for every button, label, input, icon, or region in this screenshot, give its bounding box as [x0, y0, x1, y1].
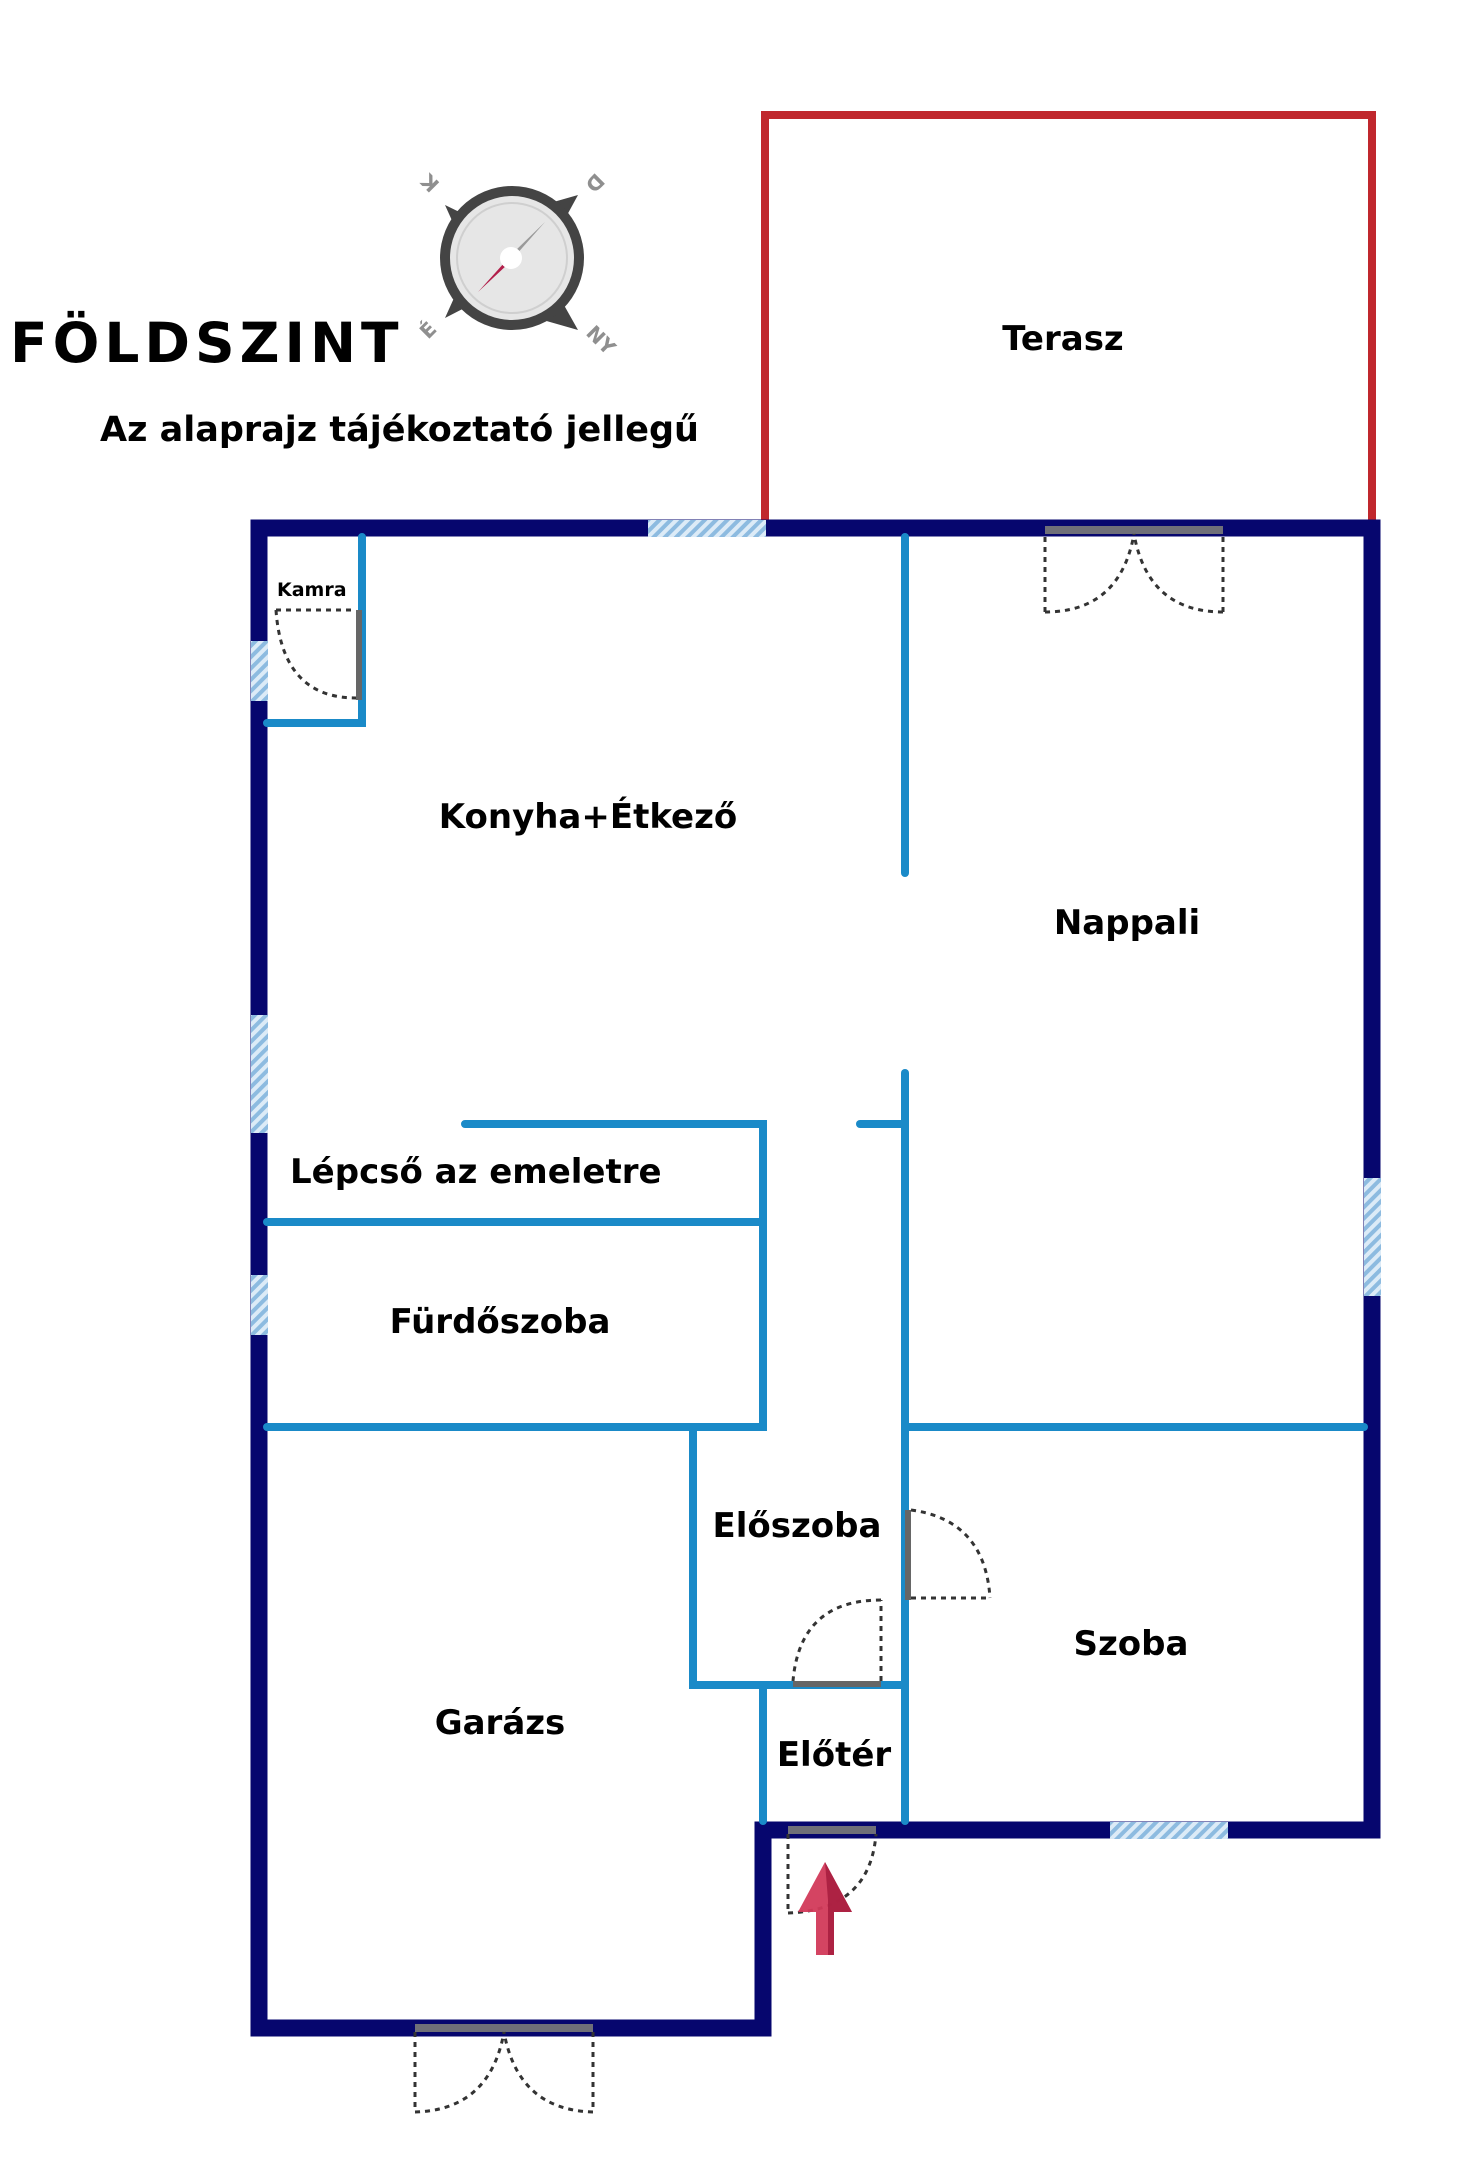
room-label-garage: Garázs	[435, 1703, 566, 1743]
terrace-double-door	[1043, 526, 1225, 614]
room-label-kamra: Kamra	[277, 579, 347, 601]
disclaimer-text: Az alaprajz tájékoztató jellegű	[100, 410, 699, 450]
window	[251, 641, 268, 701]
garage-double-door	[413, 2024, 595, 2114]
window	[1110, 1822, 1228, 1839]
entrance-door	[786, 1826, 878, 1915]
room-label-hall: Előszoba	[713, 1506, 882, 1546]
window	[648, 520, 766, 537]
outer-walls	[250, 519, 1381, 2037]
window	[251, 1275, 268, 1335]
windows	[251, 520, 1381, 1839]
terrace-outline	[761, 111, 1376, 525]
entrance-arrow-icon	[798, 1862, 852, 1955]
room-label-vestibule: Előtér	[777, 1735, 892, 1775]
room-label-room: Szoba	[1074, 1624, 1189, 1664]
kamra-door	[274, 608, 362, 700]
page-title: FÖLDSZINT	[10, 311, 404, 375]
hall-door	[791, 1598, 883, 1687]
room-label-kitchen: Konyha+Étkező	[439, 796, 738, 837]
compass-label-north: É	[415, 317, 442, 344]
szoba-door	[905, 1508, 992, 1600]
compass-icon: K D É NY	[415, 168, 621, 360]
window	[251, 1015, 268, 1133]
window	[1364, 1178, 1381, 1296]
room-label-living: Nappali	[1054, 903, 1200, 943]
room-label-terrace: Terasz	[1002, 319, 1123, 359]
compass-label-south: D	[581, 169, 610, 198]
room-label-bathroom: Fürdőszoba	[390, 1302, 611, 1342]
compass-label-east: K	[415, 168, 444, 197]
room-label-stairs: Lépcső az emeletre	[290, 1152, 662, 1192]
compass-label-west: NY	[581, 321, 620, 360]
doors	[274, 526, 1225, 2114]
